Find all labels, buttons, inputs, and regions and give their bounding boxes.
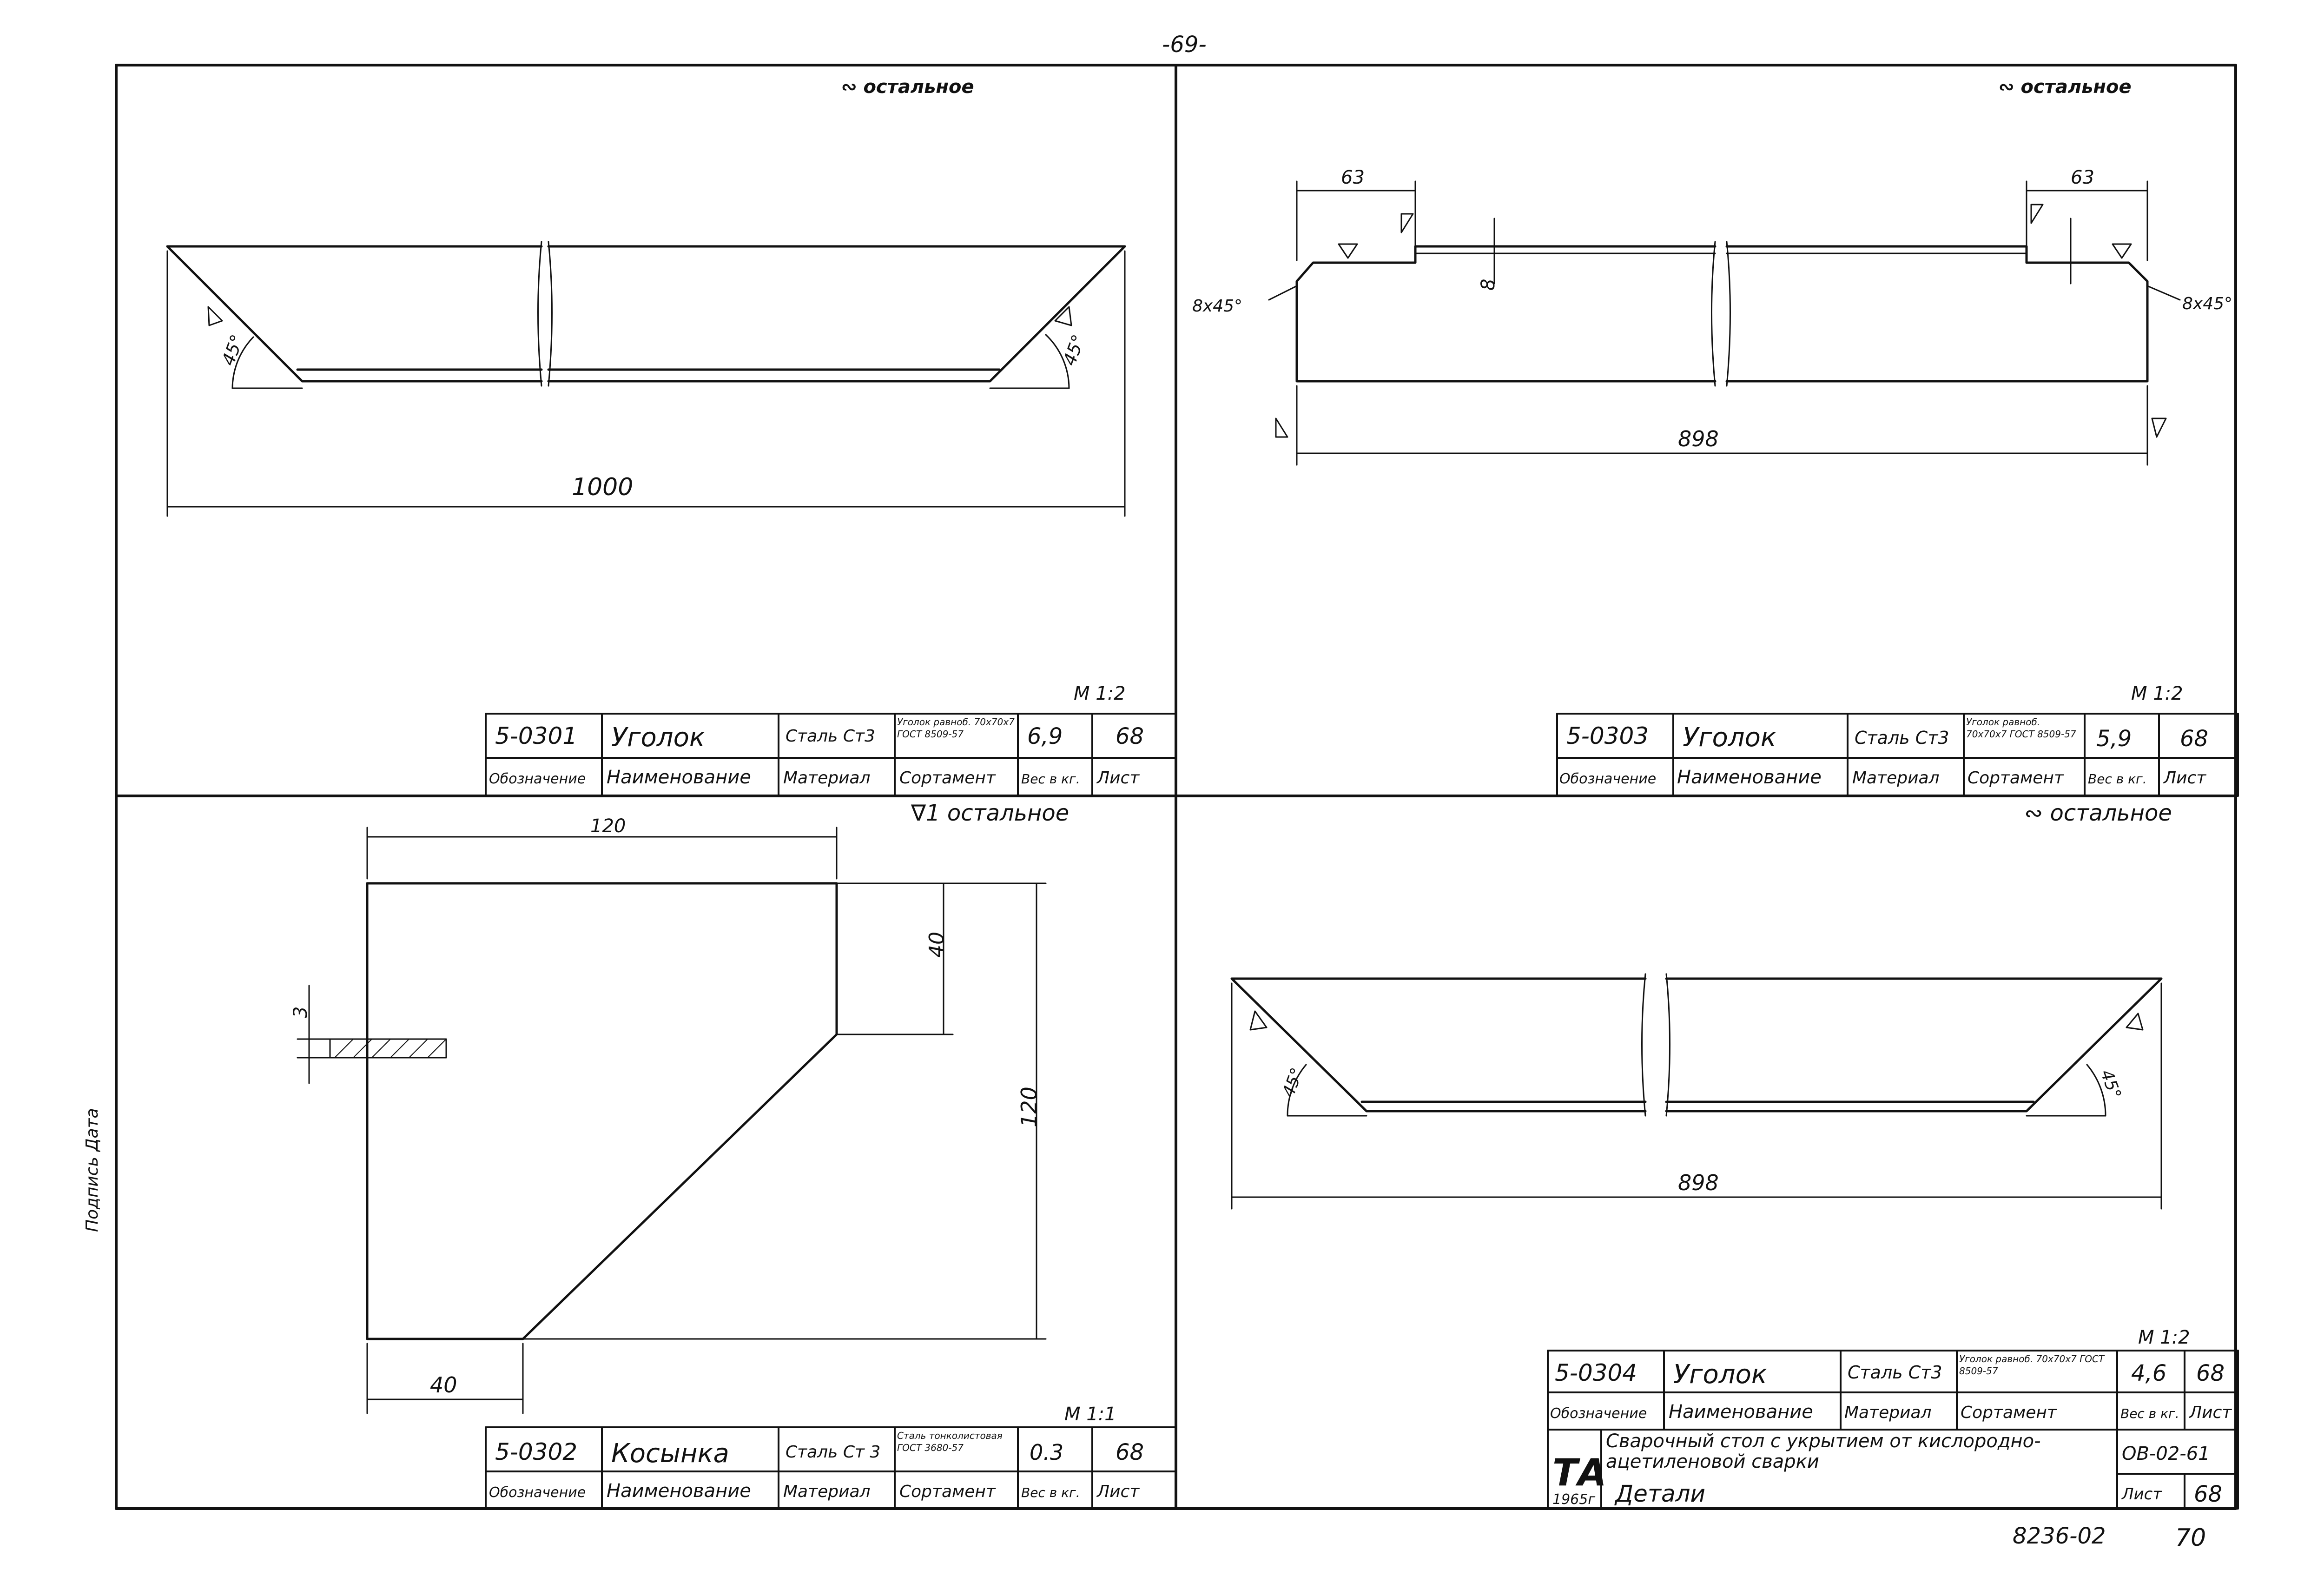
hdr-weight-2: Вес в кг. (2088, 771, 2147, 787)
scale-5-0304: М 1:2 (2138, 1327, 2190, 1348)
scale-5-0303: М 1:2 (2131, 683, 2183, 704)
spec-sheet-5-0304: 68 (2196, 1360, 2225, 1386)
dim-angle-right-5-0304: 45° (2097, 1067, 2125, 1101)
spec-assortment-5-0304: Уголок равноб. 70х70х7 ГОСТ 8509-57 (1959, 1353, 2105, 1377)
scale-5-0302: М 1:1 (1064, 1404, 1116, 1425)
side-stamp: Подпись Дата (83, 1108, 102, 1232)
dim-length-5-0301: 1000 (572, 473, 633, 501)
hdr-name-2: Наименование (1677, 767, 1822, 788)
footer-code: 8236-02 (2013, 1523, 2106, 1549)
title-year: 1965г (1552, 1491, 1595, 1508)
spec-weight-5-0304: 4,6 (2131, 1360, 2166, 1386)
dim-angle-right-5-0301: 45° (1059, 332, 1089, 368)
spec-name-5-0302: Косынка (611, 1438, 729, 1469)
view-5-0304: ∾ остальное 898 45° 45° М 1:2 (1230, 800, 2190, 1348)
dim-chamfer-right-5-0303: 8х45° (2182, 294, 2232, 313)
dim-corner-w-5-0302: 40 (430, 1372, 457, 1398)
hdr-designation-2: Обозначение (1559, 771, 1656, 787)
surface-note-5-0302: ∇1 остальное (911, 800, 1069, 826)
hdr-designation-3: Обозначение (489, 1484, 586, 1501)
org-logo: ТА (1552, 1451, 1606, 1494)
spec-table-5-0302: 5-0302 Косынка Сталь Ст 3 Сталь тонколис… (485, 1426, 1177, 1510)
spec-sheet-5-0303: 68 (2180, 726, 2208, 752)
spec-weight-5-0302: 0.3 (1030, 1440, 1063, 1465)
spec-material-5-0302: Сталь Ст 3 (786, 1443, 880, 1462)
dim-chamfer-left-5-0303: 8х45° (1192, 297, 1242, 316)
spec-table-5-0304: 5-0304 Уголок Сталь Ст3 Уголок равноб. 7… (1547, 1350, 2239, 1510)
hdr-sheet-4: Лист (2188, 1403, 2232, 1422)
hdr-assortment-3: Сортамент (899, 1482, 996, 1501)
hdr-weight-3: Вес в кг. (1021, 1485, 1080, 1500)
title-block: ТА 1965г Сварочный стол с укрытием от ки… (1552, 1431, 2222, 1508)
footer-sheet: 70 (2175, 1524, 2206, 1552)
dim-corner-h-5-0302: 40 (925, 932, 949, 958)
hdr-name-4: Наименование (1669, 1401, 1813, 1423)
dim-thickness-5-0302: 3 (290, 1007, 311, 1018)
hdr-weight-4: Вес в кг. (2120, 1406, 2179, 1421)
hdr-material-2: Материал (1852, 768, 1940, 788)
hdr-material: Материал (783, 768, 871, 788)
spec-material-5-0304: Сталь Ст3 (1848, 1362, 1942, 1383)
spec-assortment-5-0303: Уголок равноб. 70х70х7 ГОСТ 8509-57 (1966, 716, 2076, 740)
spec-material-5-0303: Сталь Ст3 (1855, 728, 1949, 748)
spec-sheet-5-0301: 68 (1116, 723, 1144, 749)
spec-material-5-0301: Сталь Ст3 (786, 727, 875, 746)
view-5-0302: ∇1 остальное 120 40 120 (290, 800, 1116, 1425)
spec-table-5-0301: 5-0301 Уголок Сталь Ст3 Уголок равноб. 7… (485, 713, 1177, 797)
spec-name-5-0304: Уголок (1673, 1359, 1767, 1390)
spec-designation-5-0303: 5-0303 (1566, 722, 1649, 749)
scale-5-0301: М 1:2 (1074, 683, 1126, 704)
title-doc-code: ОВ-02-61 (2122, 1443, 2210, 1464)
title-sheet: 68 (2194, 1481, 2222, 1507)
spec-weight-5-0303: 5,9 (2096, 726, 2132, 752)
hdr-designation: Обозначение (489, 771, 586, 787)
spec-designation-5-0301: 5-0301 (495, 722, 577, 749)
dim-right-step-5-0303: 63 (2071, 167, 2094, 188)
spec-table-5-0303: 5-0303 Уголок Сталь Ст3 Уголок равноб. 7… (1556, 713, 2239, 797)
hdr-sheet-3: Лист (1096, 1482, 1140, 1501)
hdr-weight: Вес в кг. (1021, 771, 1080, 787)
hdr-designation-4: Обозначение (1550, 1405, 1647, 1422)
part-outline-5-0304 (1230, 973, 2163, 1210)
dim-left-step-5-0303: 63 (1341, 167, 1365, 188)
title-sheet-label: Лист (2121, 1485, 2162, 1504)
view-5-0303: ∾ остальное (1192, 76, 2232, 704)
hdr-name-3: Наименование (607, 1480, 751, 1502)
spec-sheet-5-0302: 68 (1116, 1439, 1144, 1465)
hdr-material-4: Материал (1844, 1403, 1932, 1422)
part-outline-5-0301 (166, 241, 1126, 517)
hdr-name: Наименование (607, 767, 751, 788)
hdr-assortment-4: Сортамент (1961, 1403, 2057, 1422)
spec-assortment-5-0301: Уголок равноб. 70х70х7 ГОСТ 8509-57 (897, 716, 1015, 740)
hdr-assortment: Сортамент (899, 768, 996, 788)
part-outline-5-0302 (297, 827, 1047, 1414)
part-outline-5-0303 (1268, 180, 2181, 466)
page-number: -69- (1162, 32, 1207, 58)
title-text: Сварочный стол с укрытием от кислородно-… (1606, 1431, 2041, 1472)
title-subtitle: Детали (1614, 1480, 1705, 1507)
hdr-sheet-2: Лист (2163, 768, 2206, 788)
spec-weight-5-0301: 6,9 (1027, 723, 1063, 749)
surface-note-5-0303: ∾ остальное (1999, 76, 2132, 98)
spec-name-5-0301: Уголок (611, 722, 705, 753)
hdr-sheet: Лист (1096, 768, 1140, 788)
dim-angle-left-5-0301: 45° (218, 332, 247, 368)
spec-designation-5-0302: 5-0302 (495, 1438, 577, 1465)
view-5-0301: ∾ остальное 1000 45° 45° М 1:2 (166, 76, 1126, 704)
surface-note-5-0304: ∾ остальное (2024, 800, 2172, 826)
surface-note-5-0301: ∾ остальное (841, 76, 974, 98)
dim-angle-left-5-0304: 45° (1279, 1065, 1307, 1100)
dim-length-5-0304: 898 (1678, 1170, 1719, 1195)
dim-width-5-0302: 120 (590, 815, 626, 837)
hdr-assortment-2: Сортамент (1967, 768, 2064, 788)
dim-length-5-0303: 898 (1678, 426, 1719, 451)
spec-assortment-5-0302: Сталь тонколистовая ГОСТ 3680-57 (897, 1430, 1003, 1453)
hdr-material-3: Материал (783, 1482, 871, 1501)
spec-designation-5-0304: 5-0304 (1555, 1359, 1637, 1386)
dim-height-5-0302: 120 (1017, 1086, 1042, 1127)
spec-name-5-0303: Уголок (1683, 722, 1776, 753)
dim-depth-5-0303: 8 (1478, 279, 1499, 291)
